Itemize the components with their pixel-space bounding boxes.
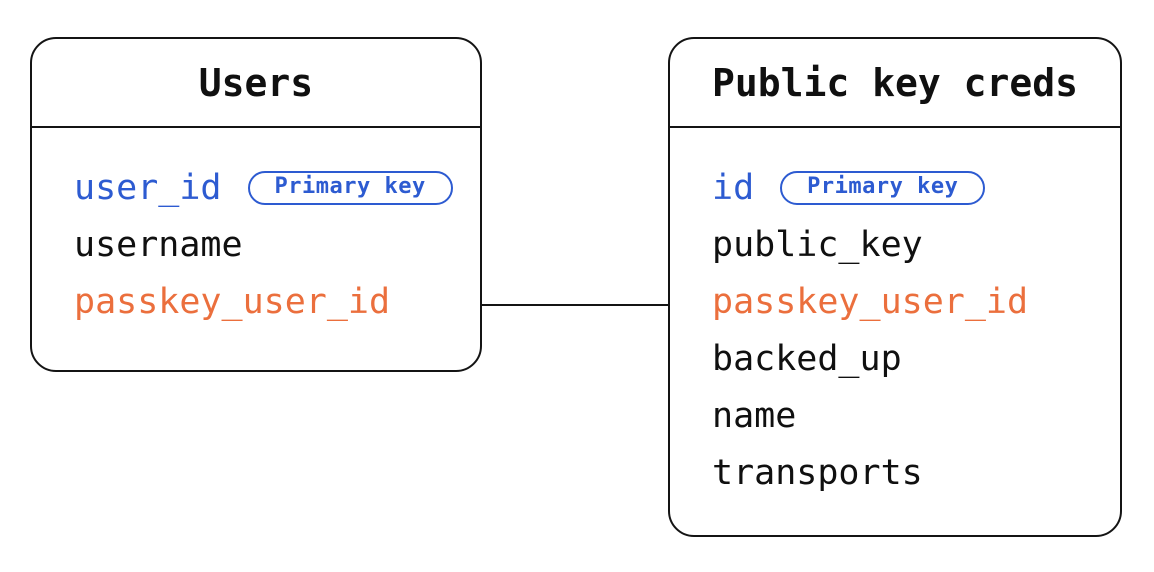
field-row-backed-up: backed_up xyxy=(712,330,1120,387)
field-row-transports: transports xyxy=(712,444,1120,501)
field-name: id xyxy=(712,167,755,208)
primary-key-badge: Primary key xyxy=(247,170,453,205)
table-header: Users xyxy=(32,39,480,128)
field-name: user_id xyxy=(74,167,222,208)
field-name: name xyxy=(712,395,797,436)
field-row-user-id: user_id Primary key xyxy=(74,159,480,216)
field-row-passkey-user-id: passkey_user_id xyxy=(74,273,480,330)
field-name: passkey_user_id xyxy=(74,281,391,322)
primary-key-badge: Primary key xyxy=(780,170,986,205)
field-name: username xyxy=(74,224,243,265)
field-name: public_key xyxy=(712,224,923,265)
field-list: user_id Primary key username passkey_use… xyxy=(32,128,480,330)
field-row-name: name xyxy=(712,387,1120,444)
field-row-id: id Primary key xyxy=(712,159,1120,216)
field-row-username: username xyxy=(74,216,480,273)
field-row-passkey-user-id: passkey_user_id xyxy=(712,273,1120,330)
relationship-line xyxy=(481,304,670,306)
table-node-users: Users user_id Primary key username passk… xyxy=(30,37,482,372)
table-title: Users xyxy=(198,60,314,105)
field-list: id Primary key public_key passkey_user_i… xyxy=(670,128,1120,501)
table-node-public-key-creds: Public key creds id Primary key public_k… xyxy=(668,37,1122,537)
field-name: passkey_user_id xyxy=(712,281,1029,322)
table-header: Public key creds xyxy=(670,39,1120,128)
field-name: transports xyxy=(712,452,923,493)
field-row-public-key: public_key xyxy=(712,216,1120,273)
field-name: backed_up xyxy=(712,338,902,379)
table-title: Public key creds xyxy=(711,60,1079,105)
